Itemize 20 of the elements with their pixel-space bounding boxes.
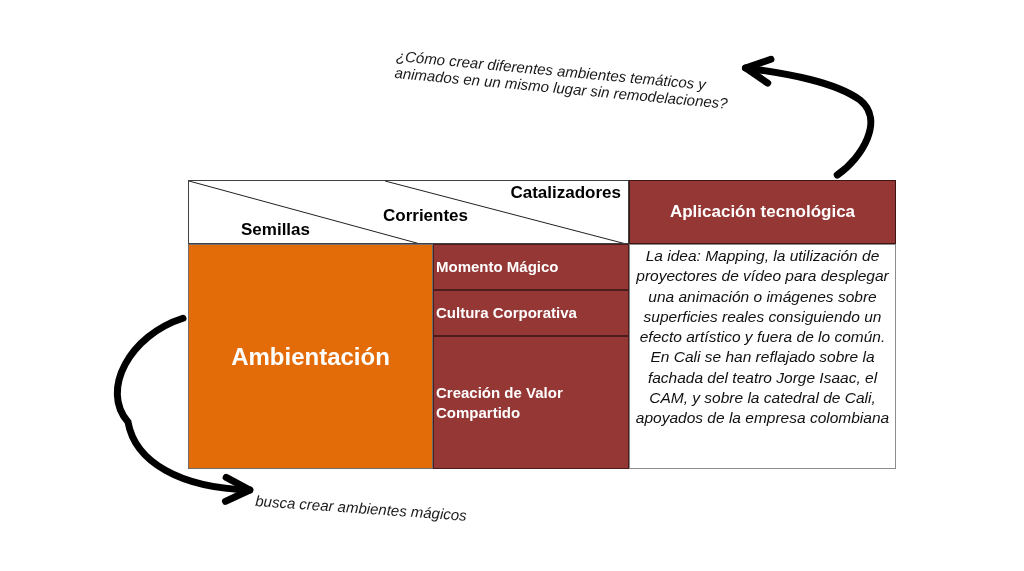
row-panel: [433, 290, 629, 336]
row-label: Momento Mágico: [436, 257, 559, 277]
curved-arrow: [742, 55, 875, 179]
row-panel: [433, 336, 629, 469]
row-panel: [433, 244, 629, 290]
header-panel: [188, 180, 629, 244]
annotation-text: busca crear ambientes mágicos: [254, 492, 468, 524]
column-heading: Aplicación tecnológica: [669, 202, 856, 222]
heading-panel: [629, 180, 896, 244]
header-label: Semillas: [241, 220, 310, 240]
annotation-text: ¿Cómo crear diferentes ambientes temáticos y animados en un mismo lugar sin remodelaciones?: [393, 47, 738, 113]
header-label: Catalizadores: [510, 183, 621, 203]
header-label: Corrientes: [383, 206, 469, 226]
row-label: Cultura Corporativa: [436, 303, 577, 323]
description-text: La idea: Mapping, la utilización de proyectores de vídeo para desplegar una animación o imágenes sobre superficies reales consiguiendo un efecto artístico y fuera de lo común. En Cali se han reflajado sobre la fachada del teatro Jorge Isaac, el CAM, y sobre la catedral de Cali, apoyados de la empresa colombiana: [634, 246, 891, 429]
category-label: Ambientación: [231, 341, 390, 372]
curved-arrow: [113, 314, 254, 505]
category-panel: [188, 244, 433, 469]
description-panel: [629, 244, 896, 469]
row-label: Creación de Valor Compartido: [436, 382, 564, 423]
